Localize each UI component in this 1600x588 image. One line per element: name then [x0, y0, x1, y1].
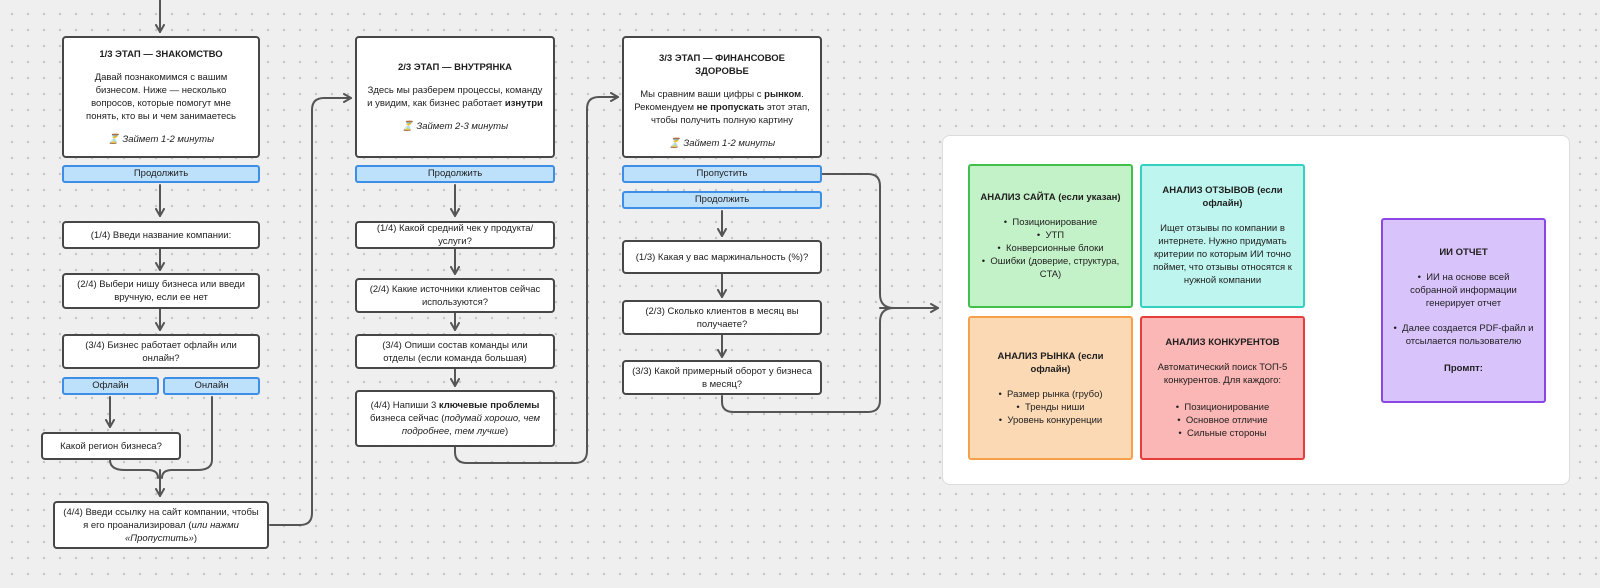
stage2-text: Здесь мы разберем процессы, команду и ув… — [367, 85, 543, 109]
stage2-question-3[interactable]: (3/4) Опиши состав команды или отделы (е… — [355, 334, 555, 369]
stage1-time: ⏳ Займет 1-2 минуты — [107, 134, 215, 145]
arrow-s1-to-s2 — [269, 93, 352, 526]
list-item: УТП — [980, 229, 1121, 242]
market-analysis-list: Размер рынка (грубо) Тренды ниши Уровень… — [998, 388, 1103, 427]
ai-report-card: ИИ ОТЧЕТ ИИ на основе всей собранной инф… — [1381, 218, 1546, 403]
stage3-card: 3/3 ЭТАП — ФИНАНСОВОЕ ЗДОРОВЬЕ Мы сравни… — [622, 36, 822, 158]
stage2-continue-button[interactable]: Продолжить — [355, 165, 555, 183]
offline-button[interactable]: Офлайн — [62, 377, 159, 395]
list-item: Размер рынка (грубо) — [998, 388, 1103, 401]
stage1-question-4-text: (4/4) Введи ссылку на сайт компании, что… — [63, 506, 259, 544]
line-skip-to-analysis — [821, 173, 895, 309]
line-region-merge — [109, 459, 159, 479]
competitors-analysis-title: АНАЛИЗ КОНКУРЕНТОВ — [1165, 337, 1280, 348]
stage2-question-1[interactable]: (1/4) Какой средний чек у продукта/услуг… — [355, 221, 555, 249]
reviews-analysis-card: АНАЛИЗ ОТЗЫВОВ (если офлайн) Ищет отзывы… — [1140, 164, 1305, 308]
online-button[interactable]: Онлайн — [163, 377, 260, 395]
stage2-time: ⏳ Займет 2-3 минуты — [401, 121, 509, 132]
stage1-text: Давай познакомимся с вашим бизнесом. Ниж… — [86, 72, 236, 122]
site-analysis-card: АНАЛИЗ САЙТА (если указан) Позиционирова… — [968, 164, 1133, 308]
list-item: Конверсионные блоки — [980, 242, 1121, 255]
list-item: ИИ на основе всей собранной информации г… — [1393, 271, 1534, 310]
market-analysis-title: АНАЛИЗ РЫНКА (если офлайн) — [997, 350, 1104, 375]
list-item: Основное отличие — [1176, 414, 1270, 427]
competitors-analysis-list: Позиционирование Основное отличие Сильны… — [1176, 401, 1270, 440]
stage2-title: 2/3 ЭТАП — ВНУТРЯНКА — [397, 62, 513, 73]
stage1-question-4[interactable]: (4/4) Введи ссылку на сайт компании, что… — [53, 501, 269, 549]
reviews-analysis-text: Ищет отзывы по компании в интернете. Нуж… — [1153, 222, 1292, 286]
competitors-analysis-card: АНАЛИЗ КОНКУРЕНТОВ Автоматический поиск … — [1140, 316, 1305, 460]
stage3-title: 3/3 ЭТАП — ФИНАНСОВОЕ ЗДОРОВЬЕ — [658, 53, 786, 77]
list-item: Сильные стороны — [1176, 427, 1270, 440]
list-item: Уровень конкуренции — [998, 414, 1102, 427]
stage2-card: 2/3 ЭТАП — ВНУТРЯНКА Здесь мы разберем п… — [355, 36, 555, 158]
market-analysis-card: АНАЛИЗ РЫНКА (если офлайн) Размер рынка … — [968, 316, 1133, 460]
stage3-question-3[interactable]: (3/3) Какой примерный оборот у бизнеса в… — [622, 360, 822, 395]
competitors-analysis-text: Автоматический поиск ТОП-5 конкурентов. … — [1157, 362, 1288, 386]
stage3-question-2[interactable]: (2/3) Сколько клиентов в месяц вы получа… — [622, 300, 822, 335]
ai-report-list: ИИ на основе всей собранной информации г… — [1393, 271, 1534, 348]
list-item: Позиционирование — [980, 216, 1121, 229]
stage3-question-1[interactable]: (1/3) Какая у вас маржинальность (%)? — [622, 240, 822, 274]
stage1-question-2[interactable]: (2/4) Выбери нишу бизнеса или введи вруч… — [62, 273, 260, 309]
analysis-panel: АНАЛИЗ САЙТА (если указан) Позиционирова… — [942, 135, 1570, 485]
stage2-question-2[interactable]: (2/4) Какие источники клиентов сейчас ис… — [355, 278, 555, 313]
list-item: Позиционирование — [1176, 401, 1269, 414]
stage1-continue-button[interactable]: Продолжить — [62, 165, 260, 183]
site-analysis-list: Позиционирование УТП Конверсионные блоки… — [980, 216, 1121, 281]
reviews-analysis-title: АНАЛИЗ ОТЗЫВОВ (если офлайн) — [1162, 184, 1283, 209]
list-item: Ошибки (доверие, структура, CTA) — [980, 255, 1121, 281]
stage1-title: 1/3 ЭТАП — ЗНАКОМСТВО — [99, 49, 223, 60]
stage1-question-3[interactable]: (3/4) Бизнес работает офлайн или онлайн? — [62, 334, 260, 369]
region-question[interactable]: Какой регион бизнеса? — [41, 432, 181, 460]
list-item: Далее создается PDF-файл и отсылается по… — [1393, 322, 1534, 348]
stage3-continue-button[interactable]: Продолжить — [622, 191, 822, 209]
stage1-question-1[interactable]: (1/4) Введи название компании: — [62, 221, 260, 249]
stage3-skip-button[interactable]: Пропустить — [622, 165, 822, 183]
ai-report-prompt: Промпт: — [1444, 363, 1483, 374]
list-item: Тренды ниши — [998, 401, 1102, 414]
stage1-card: 1/3 ЭТАП — ЗНАКОМСТВО Давай познакомимся… — [62, 36, 260, 158]
stage3-text: Мы сравним ваши цифры с рынком. Рекоменд… — [634, 89, 810, 126]
stage3-time: ⏳ Займет 1-2 минуты — [668, 138, 776, 149]
site-analysis-title: АНАЛИЗ САЙТА (если указан) — [980, 192, 1121, 203]
stage2-question-4[interactable]: (4/4) Напиши 3 ключевые проблемы бизнеса… — [355, 390, 555, 447]
stage2-question-4-text: (4/4) Напиши 3 ключевые проблемы бизнеса… — [369, 400, 541, 437]
ai-report-title: ИИ ОТЧЕТ — [1439, 247, 1488, 258]
